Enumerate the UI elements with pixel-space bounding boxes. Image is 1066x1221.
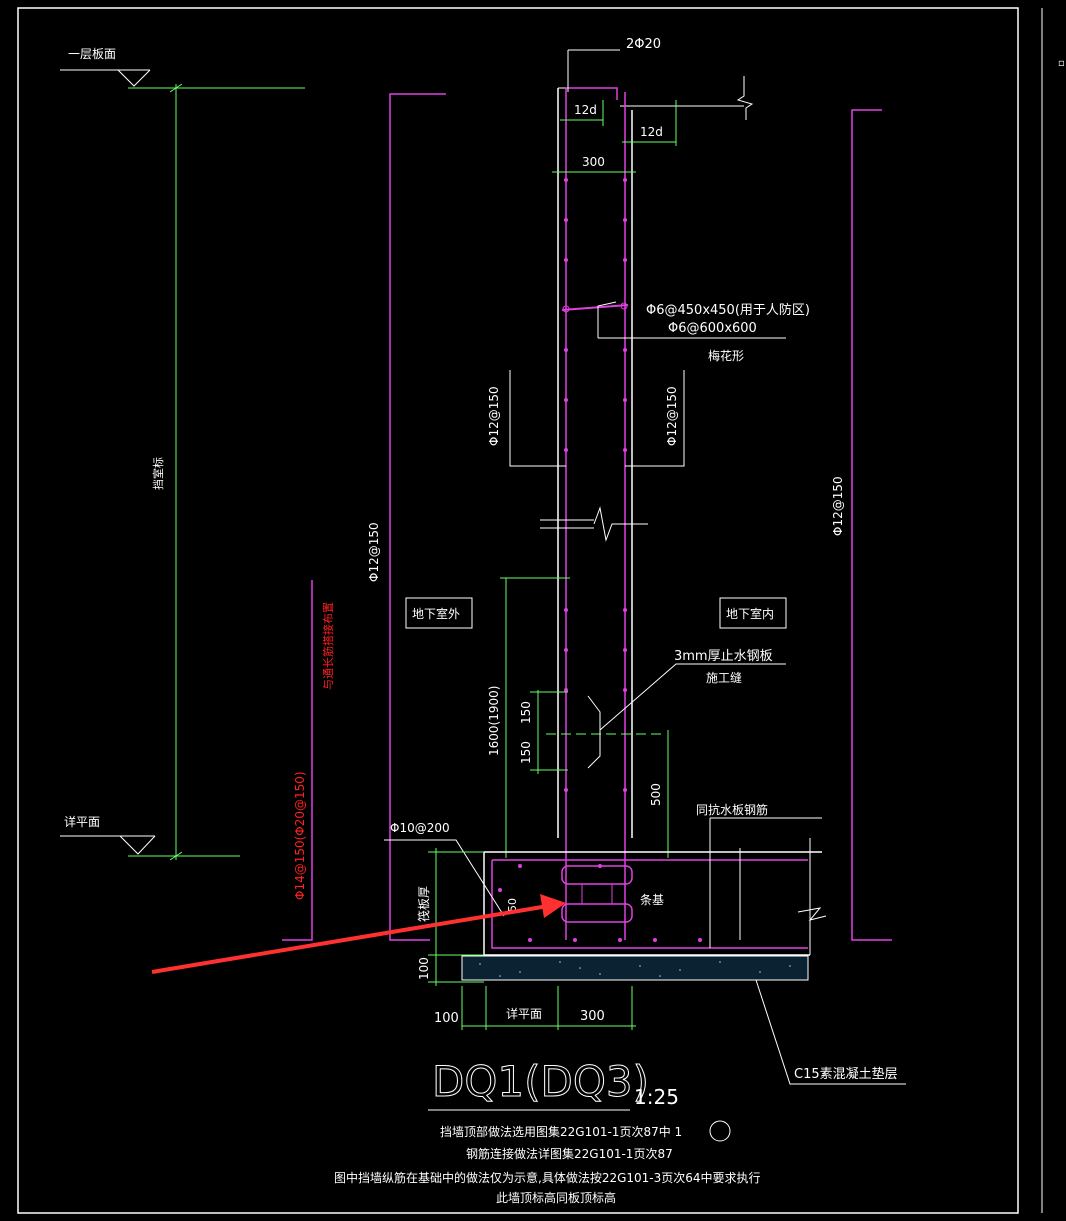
foundation-level-label: 详平面 bbox=[64, 814, 100, 829]
dim-500: 500 bbox=[649, 783, 663, 806]
first-floor-slab-label: 一层板面 bbox=[68, 47, 116, 61]
detail-circle bbox=[709, 1120, 731, 1142]
red-note-b: Φ14@150(Φ20@150) bbox=[293, 771, 307, 900]
drawing-title: DQ1(DQ3) bbox=[432, 1057, 649, 1106]
tie-bar-b-label: Φ6@600x600 bbox=[668, 321, 757, 336]
inside-label: 地下室内 bbox=[726, 606, 774, 621]
construction-joint-label: 施工缝 bbox=[706, 670, 742, 685]
drawing-scale: 1:25 bbox=[634, 1085, 679, 1109]
dim-12d-b: 12d bbox=[640, 125, 663, 139]
same-as-slab-label: 同抗水板钢筋 bbox=[696, 802, 768, 817]
raft-thickness-label: 筏板厚 bbox=[417, 886, 431, 922]
tie-pattern-label: 梅花形 bbox=[708, 348, 744, 363]
bar-left-outer-label: Φ12@150 bbox=[367, 522, 381, 582]
drawing-frame bbox=[17, 7, 1019, 1214]
foundation bbox=[483, 817, 827, 956]
bottom-level-label: 详平面 bbox=[506, 1006, 542, 1021]
foundation-level-mark: 详平面 bbox=[60, 814, 240, 857]
c15-hatch bbox=[479, 961, 791, 977]
c15-layer bbox=[461, 955, 809, 981]
wall-body bbox=[540, 76, 754, 940]
bar-2phi20-label: 2Φ20 bbox=[626, 37, 661, 52]
note-2: 钢筋连接做法详图集22G101-1页次87 bbox=[466, 1146, 673, 1161]
note-4: 此墙顶标高同板顶标高 bbox=[496, 1190, 616, 1205]
dim-100-h: 100 bbox=[434, 1011, 459, 1026]
dim-50: 50 bbox=[506, 898, 519, 912]
tie-bar bbox=[561, 304, 629, 311]
bar-left-inner-label: Φ12@150 bbox=[487, 386, 501, 446]
dim-100-v: 100 bbox=[417, 957, 431, 980]
foundation-dots bbox=[498, 864, 702, 942]
outer-bar-left bbox=[389, 93, 446, 941]
dim-300-top: 300 bbox=[582, 155, 605, 169]
tie-bar-a-label: Φ6@450x450(用于人防区) bbox=[646, 302, 810, 318]
outside-box bbox=[405, 597, 473, 629]
bar-right-outer-label: Φ12@150 bbox=[831, 476, 845, 536]
dowel-bar bbox=[282, 580, 313, 941]
rebar-dots bbox=[564, 178, 627, 792]
c15-label: C15素混凝土垫层 bbox=[794, 1066, 898, 1082]
note-1: 挡墙顶部做法选用图集22G101-1页次87中 1 bbox=[440, 1124, 682, 1139]
strip-foundation-label: 条基 bbox=[640, 893, 664, 907]
red-arrow bbox=[151, 894, 566, 974]
outside-label: 地下室外 bbox=[412, 606, 460, 621]
dim-1600: 1600(1900) bbox=[487, 686, 501, 756]
note-3: 图中挡墙纵筋在基础中的做法仅为示意,具体做法按22G101-3页次64中要求执行 bbox=[334, 1170, 761, 1185]
phi10-label: Φ10@200 bbox=[390, 821, 450, 835]
waterstop-label: 3mm厚止水钢板 bbox=[674, 649, 773, 664]
red-note-a: 与通长筋搭接布置 bbox=[321, 602, 335, 690]
first-floor-level-mark: 一层板面 bbox=[60, 47, 305, 89]
dim-150-a: 150 bbox=[519, 701, 533, 724]
bar-right-inner-label: Φ12@150 bbox=[665, 386, 679, 446]
wall-height-label: 挡室标 bbox=[151, 457, 165, 490]
outer-bar-right bbox=[851, 109, 892, 941]
frame-mark: ▫ bbox=[1058, 58, 1065, 69]
dim-150-b: 150 bbox=[519, 741, 533, 764]
dim-300-bottom: 300 bbox=[580, 1009, 605, 1024]
dim-12d-a: 12d bbox=[574, 103, 597, 117]
inside-box bbox=[719, 597, 787, 629]
